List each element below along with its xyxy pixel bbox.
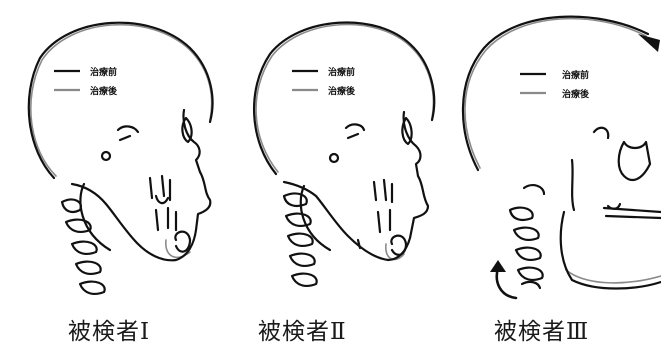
vertebra-5 bbox=[292, 274, 317, 286]
caption-subject-1: 被検者Ⅰ bbox=[68, 312, 150, 346]
mandible-outline-before bbox=[561, 212, 661, 289]
lower-teeth bbox=[156, 208, 176, 230]
vertebra-1 bbox=[62, 200, 81, 212]
orbit bbox=[619, 142, 650, 180]
upper-teeth bbox=[374, 180, 392, 202]
ear-canal bbox=[330, 154, 338, 162]
molar bbox=[608, 204, 620, 209]
zygoma bbox=[118, 126, 138, 140]
ear-canal bbox=[102, 152, 110, 160]
legend-label-before: 治療前 bbox=[90, 66, 117, 78]
legend-label-before: 治療前 bbox=[328, 66, 355, 78]
skull-tracing-3: 治療前 治療後 bbox=[446, 0, 661, 305]
pterygoid-line bbox=[572, 160, 574, 210]
vertebra-3 bbox=[288, 234, 313, 246]
chin-outline-after bbox=[386, 244, 404, 259]
rotation-arrow-top bbox=[638, 34, 660, 52]
atlas bbox=[524, 185, 544, 194]
chin-symphysis bbox=[175, 232, 190, 252]
skull-tracing-1: 治療前 治療後 bbox=[0, 0, 226, 305]
skull-outline-after bbox=[256, 24, 433, 172]
vertebra-3 bbox=[516, 248, 541, 260]
rotation-arc-bottom bbox=[497, 268, 516, 298]
hyoid bbox=[358, 240, 360, 248]
legend-label-after: 治療後 bbox=[90, 85, 118, 97]
panel-subject-2: 治療前 治療後 被検者Ⅱ bbox=[226, 0, 446, 349]
skull-outline-before bbox=[463, 17, 648, 170]
legend-label-before: 治療前 bbox=[562, 69, 589, 81]
vertebra-5 bbox=[80, 282, 105, 294]
legend-label-after: 治療後 bbox=[562, 88, 590, 100]
vertebra-5 bbox=[522, 282, 540, 288]
chin-symphysis bbox=[391, 236, 406, 255]
panel-subject-1: 治療前 治療後 被検者Ⅰ bbox=[0, 0, 226, 349]
vertebra-2 bbox=[514, 228, 539, 240]
legend: 治療前 治療後 bbox=[292, 66, 356, 97]
caption-subject-2: 被検者Ⅱ bbox=[258, 312, 347, 346]
skull-outline-after bbox=[31, 25, 212, 176]
legend-label-after: 治療後 bbox=[328, 85, 356, 97]
rotation-arrow-bottom bbox=[490, 260, 506, 272]
legend: 治療前 治療後 bbox=[54, 66, 118, 97]
lower-teeth bbox=[378, 210, 390, 232]
mandible-outline-after bbox=[566, 270, 661, 283]
vertebra-4 bbox=[76, 262, 101, 274]
upper-teeth bbox=[150, 176, 170, 203]
vertebra-1 bbox=[284, 194, 307, 206]
vertebra-2 bbox=[286, 214, 311, 226]
orbit bbox=[182, 118, 191, 142]
vertebra-1 bbox=[510, 208, 533, 220]
zygoma bbox=[346, 124, 364, 138]
panel-subject-3: 治療前 治療後 被検者Ⅲ bbox=[446, 0, 661, 349]
caption-subject-3: 被検者Ⅲ bbox=[494, 312, 589, 346]
zygoma bbox=[594, 128, 608, 138]
vertebra-4 bbox=[290, 254, 315, 266]
skull-outline-before bbox=[254, 22, 434, 174]
legend: 治療前 治療後 bbox=[520, 69, 590, 100]
vertebra-4 bbox=[518, 268, 543, 280]
vertebra-3 bbox=[72, 242, 97, 254]
skull-tracing-2: 治療前 治療後 bbox=[226, 0, 446, 305]
